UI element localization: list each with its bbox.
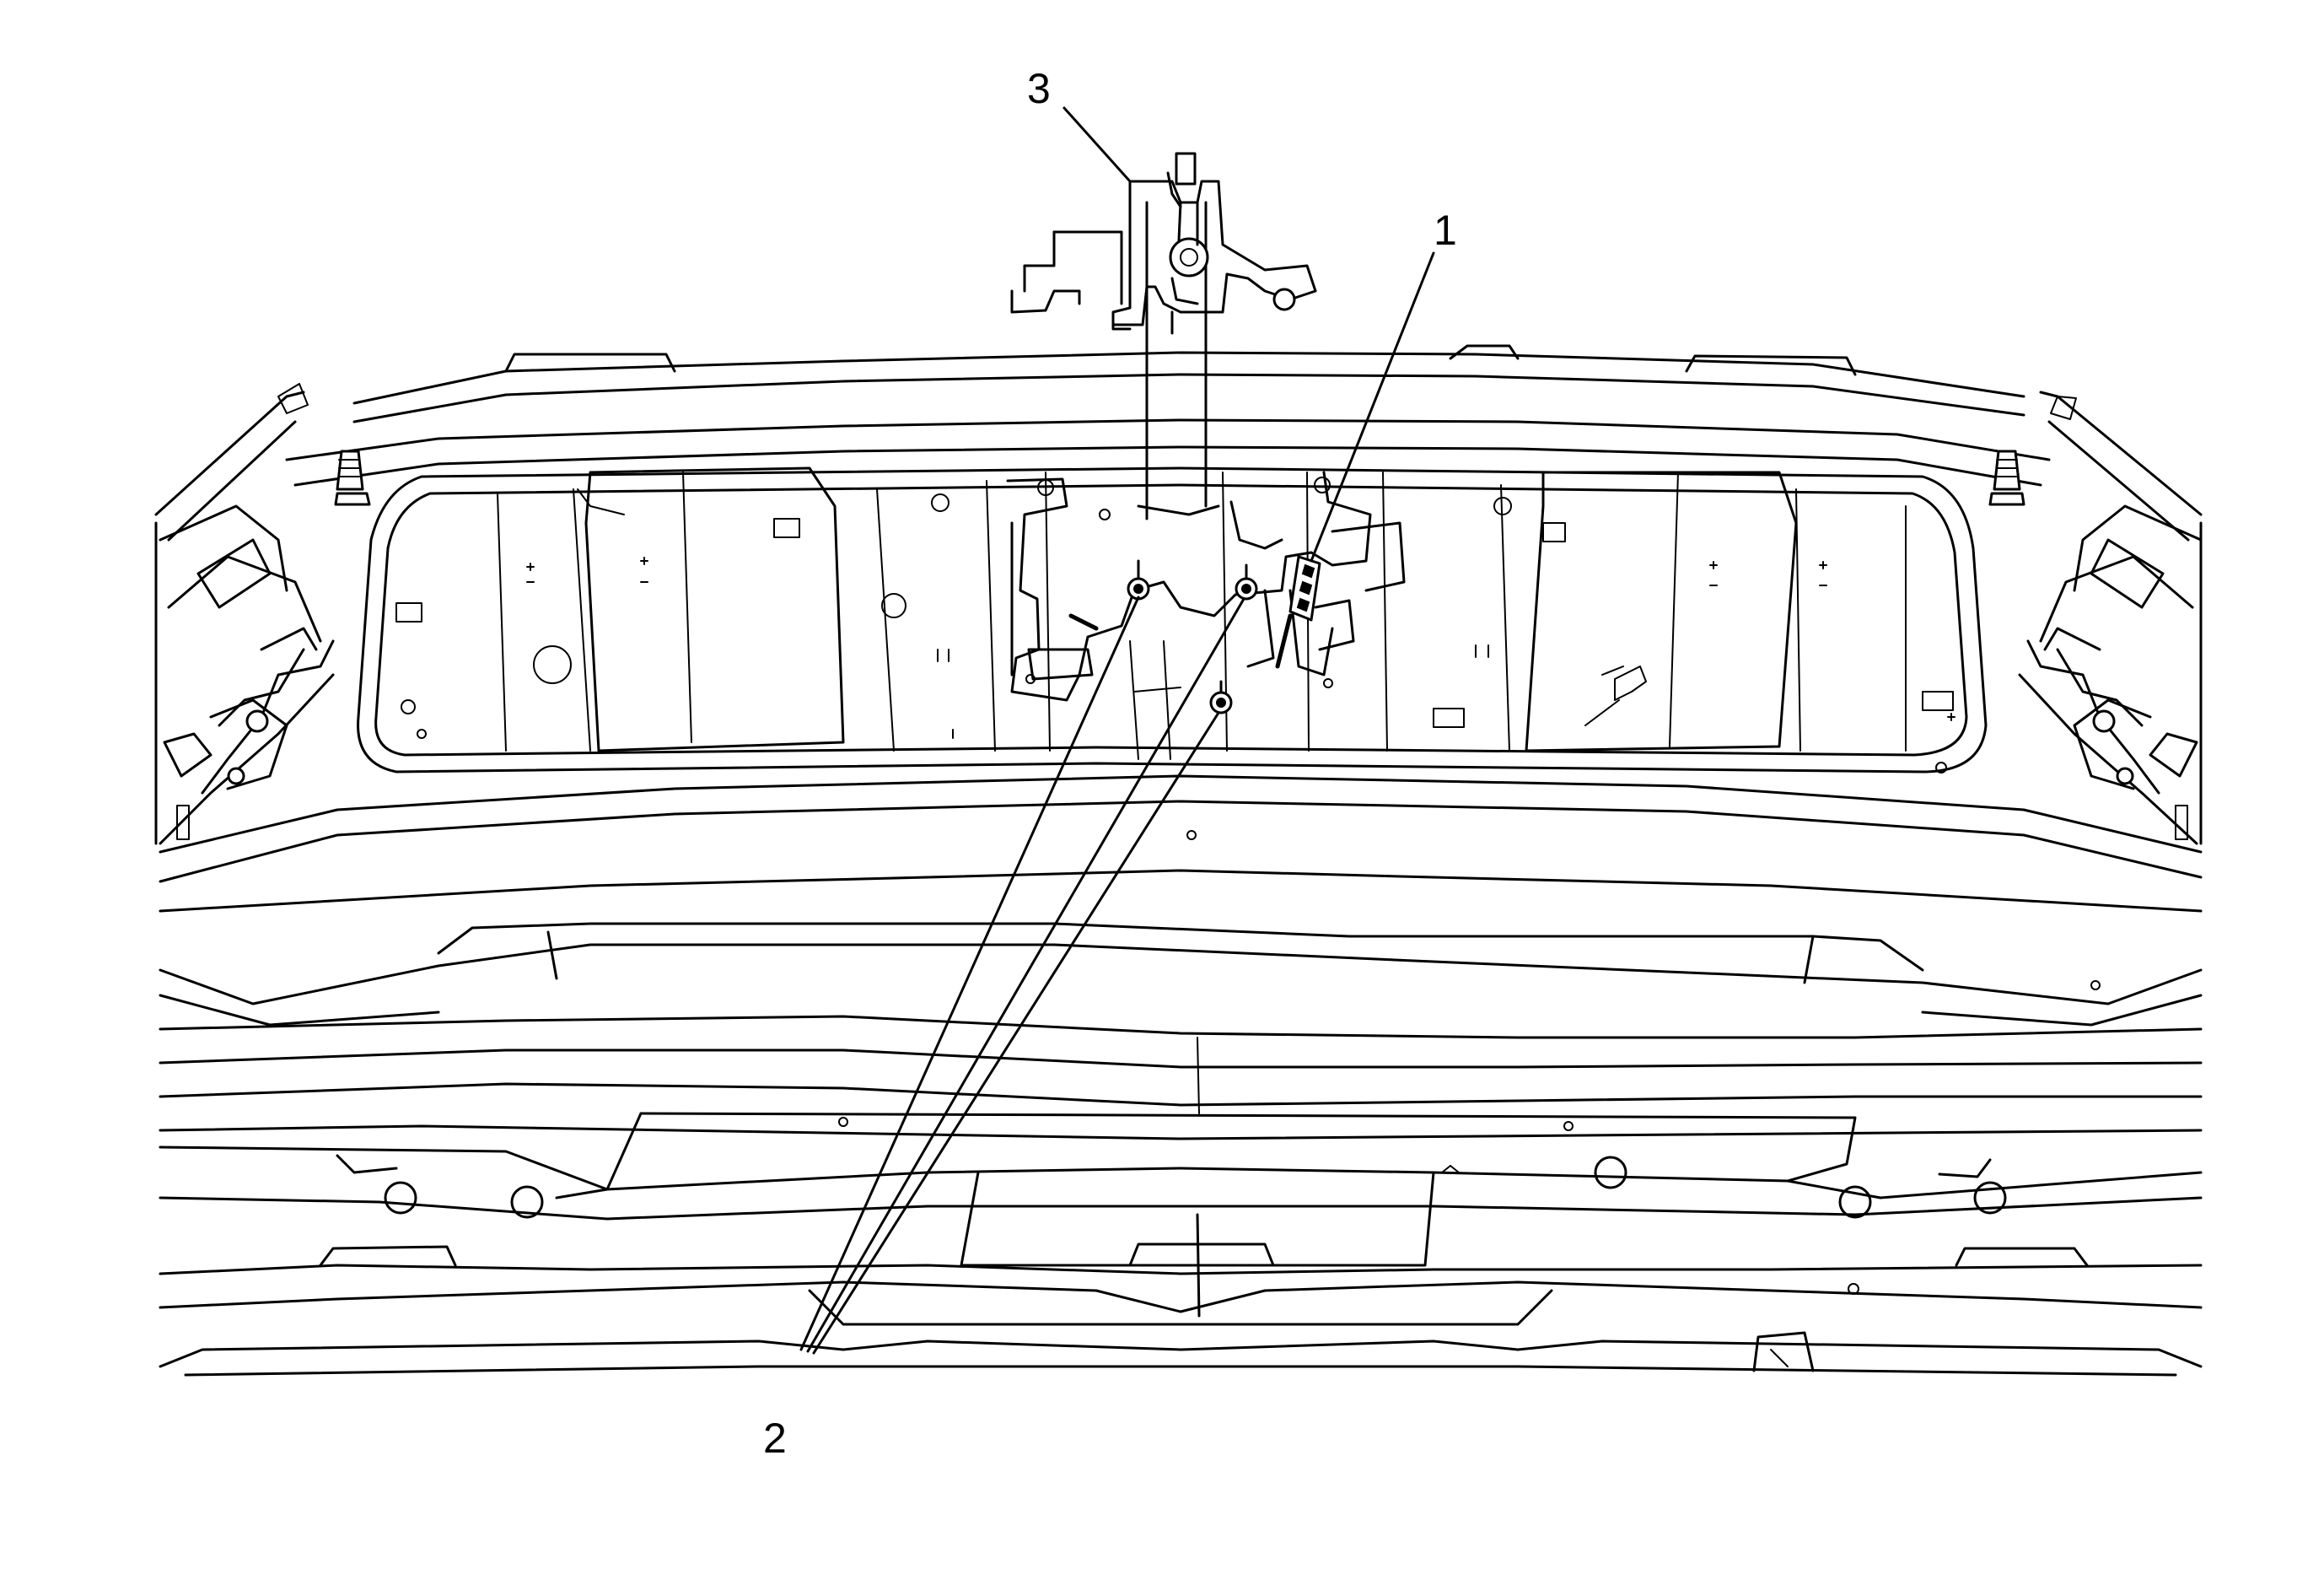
callout-2-leader-b [806, 597, 1245, 1353]
callout-2-label: 2 [763, 1415, 787, 1462]
callout-1-label: 1 [1434, 207, 1457, 254]
window-opening [357, 466, 1988, 774]
callout-3-leader [1062, 106, 1132, 183]
callout-3: 3 [1027, 65, 1132, 183]
callout-1: 1 [1310, 207, 1457, 563]
bolt-upper-left [1127, 559, 1150, 601]
right-hinge-strut [1988, 450, 2203, 840]
bolt-lower [1209, 680, 1233, 714]
callout-2-leader-a [799, 596, 1140, 1351]
callout-2-leader-c [812, 711, 1220, 1355]
left-hinge-strut [159, 450, 371, 840]
latch-bracket-area [1006, 201, 1406, 760]
front-end-structure [159, 774, 2203, 1377]
hood-latch-assembly [1010, 152, 1317, 335]
body-frame [154, 344, 2203, 845]
callout-1-leader [1310, 251, 1435, 563]
callout-2: 2 [763, 596, 1245, 1462]
callout-3-label: 3 [1027, 65, 1051, 112]
bolt-upper-right [1235, 563, 1258, 601]
